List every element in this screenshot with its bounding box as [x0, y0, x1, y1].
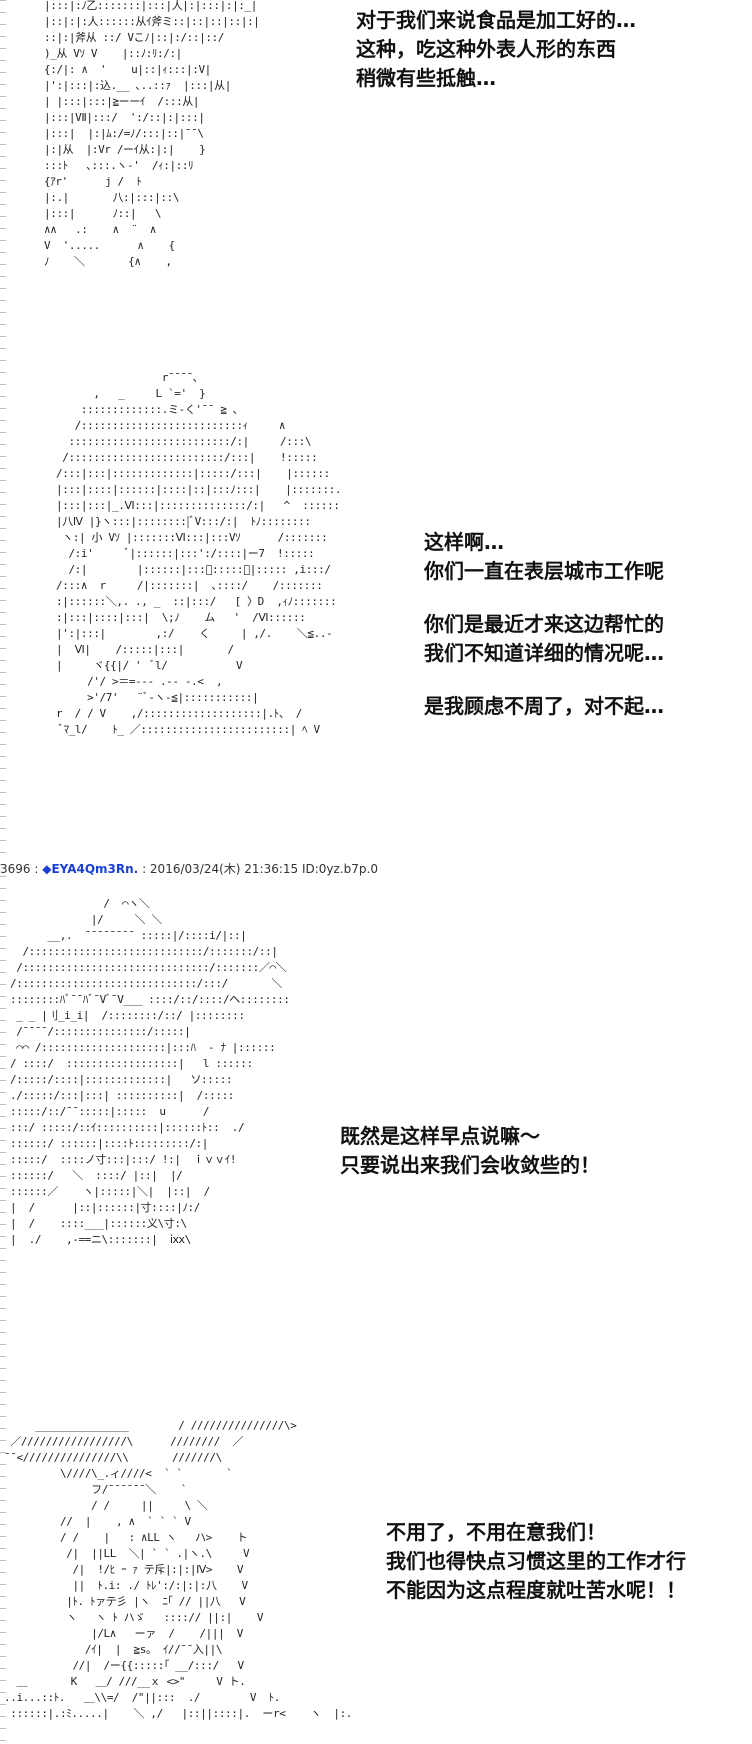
ascii-art-panel-1: |:::|:ﾉ乙:::::::|:::|人|:|:::|:|:_| |::|:|…	[44, 0, 260, 268]
dialog-line: 这种，吃这种外表人形的东西	[356, 37, 616, 61]
post-number: 3696 :	[0, 862, 39, 876]
dialog-line: 你们一直在表层城市工作呢	[424, 559, 664, 583]
dialog-line: 稍微有些抵触…	[356, 66, 496, 90]
dialog-line: 我们不知道详细的情况呢…	[424, 641, 664, 665]
dialog-line: 你们是最近才来这边帮忙的	[424, 612, 664, 636]
poster-name[interactable]: ◆EYA4Qm3Rn.	[42, 862, 139, 876]
dialog-line: 只要说出来我们会收敛些的！	[340, 1153, 600, 1177]
dialog-line: 对于我们来说食品是加工好的…	[356, 8, 636, 32]
dialog-panel-1: 对于我们来说食品是加工好的… 这种，吃这种外表人形的东西 稍微有些抵触…	[356, 6, 636, 93]
dialog-panel-2: 这样啊… 你们一直在表层城市工作呢 你们是最近才来这边帮忙的 我们不知道详细的情…	[424, 528, 664, 721]
post-header: 3696 : ◆EYA4Qm3Rn. : 2016/03/24(木) 21:36…	[0, 860, 378, 877]
page-left-margin-dots	[0, 0, 6, 1744]
dialog-line: 这样啊…	[424, 530, 504, 554]
post-date: : 2016/03/24(木) 21:36:15 ID:0yz.b7p.0	[142, 862, 378, 876]
ascii-art-panel-3: / ⌒ヽ＼ |/ ＼ ＼ __,. ¯¯¯¯¯¯¯¯ :::::|/::::i/…	[10, 897, 290, 1246]
dialog-line: 是我顾虑不周了，对不起…	[424, 694, 664, 718]
dialog-panel-3: 既然是这样早点说嘛～ 只要说出来我们会收敛些的！	[340, 1122, 600, 1180]
dialog-line: 既然是这样早点说嘛～	[340, 1124, 540, 1148]
ascii-art-panel-4: _______________ / ///////////////\> ／///…	[4, 1419, 353, 1720]
ascii-art-panel-2: r¯¯¯¯､ , _ L `=' } :::::::::::::.ミ-く'¯¯ …	[56, 371, 342, 736]
dialog-line: 不能因为这点程度就吐苦水呢！！	[386, 1578, 686, 1602]
dialog-panel-4: 不用了，不用在意我们！ 我们也得快点习惯这里的工作才行 不能因为这点程度就吐苦水…	[386, 1518, 686, 1605]
dialog-line: 不用了，不用在意我们！	[386, 1520, 606, 1544]
dialog-line: 我们也得快点习惯这里的工作才行	[386, 1549, 686, 1573]
